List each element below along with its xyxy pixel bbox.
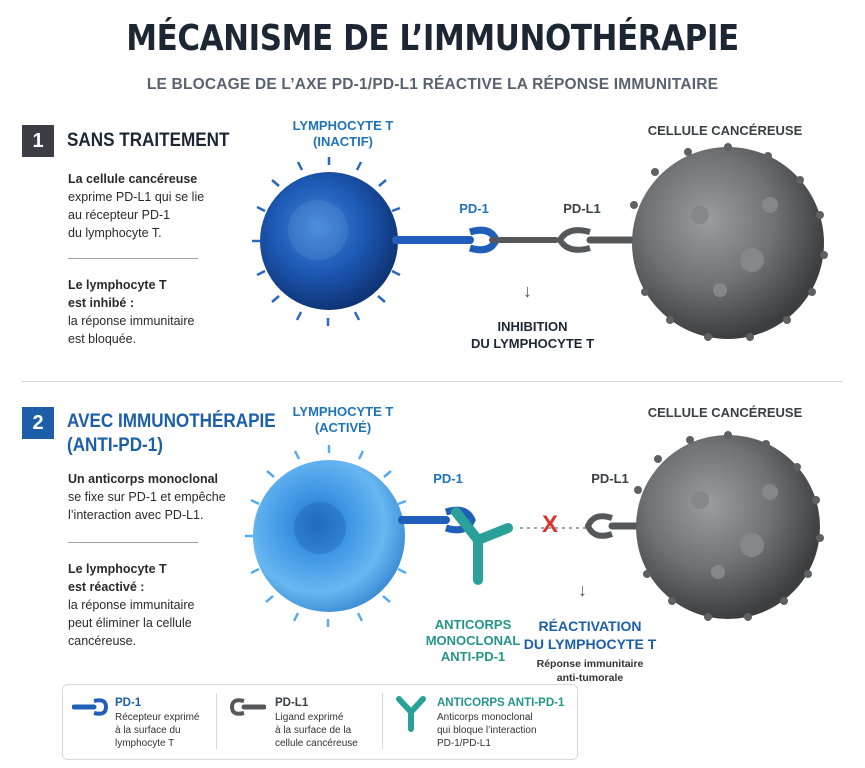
section-1-state: Le lymphocyte T est inhibé : la réponse … [68, 278, 195, 346]
legend-separator-2 [382, 693, 383, 749]
pd1-label-1: PD-1 [459, 201, 489, 216]
pd1-receptor-1 [392, 226, 500, 254]
section-2-number: 2 [22, 407, 54, 439]
legend [62, 684, 578, 760]
pd1-receptor-2 [398, 506, 476, 534]
down-arrow-icon-2: ↓ [578, 580, 587, 600]
section-1-number: 1 [22, 125, 54, 157]
pdl1-label-1: PD-L1 [563, 201, 601, 216]
cancer-cell-2 [634, 431, 824, 621]
legend-separator-1 [216, 693, 217, 749]
section-2-divider [68, 542, 198, 543]
cancer-cell-label-1: CELLULE CANCÉREUSE [647, 123, 803, 138]
pd1-receptor-icon [72, 698, 108, 716]
section-2-state: Le lymphocyte T est réactivé : la répons… [68, 562, 195, 648]
cancer-cell-1 [630, 143, 828, 341]
lymphocyte-active [245, 445, 407, 627]
pd1-label-2: PD-1 [433, 471, 463, 486]
section-1-title: SANS TRAITEMENT [67, 130, 230, 151]
pdl1-label-2: PD-L1 [591, 471, 629, 486]
legend-pd1-title: PD-1 [115, 697, 142, 709]
cancer-cell-label-2: CELLULE CANCÉREUSE [647, 405, 803, 420]
page-title: MÉCANISME DE L’IMMUNOTHÉRAPIE [126, 18, 739, 59]
down-arrow-icon-1: ↓ [523, 281, 532, 301]
lymphocyte-inactive [252, 157, 401, 326]
page-subtitle: LE BLOCAGE DE L’AXE PD-1/PD-L1 RÉACTIVE … [146, 76, 719, 93]
pdl1-ligand-1 [489, 227, 644, 253]
section-1-description: La cellule cancéreuse exprime PD-L1 qui … [68, 172, 205, 240]
pdl1-ligand-2 [584, 513, 650, 539]
legend-pdl1-title: PD-L1 [275, 697, 309, 709]
section-2-description: Un anticorps monoclonal se fixe sur PD-1… [68, 472, 226, 522]
blocked-x-icon: X [542, 511, 559, 538]
antibody-icon [396, 696, 426, 732]
section-divider [22, 381, 842, 382]
section-1-divider [68, 258, 198, 259]
lymphocyte-active-label: LYMPHOCYTE T(ACTIVÉ) [292, 404, 394, 435]
legend-antibody-title: ANTICORPS ANTI-PD-1 [437, 697, 565, 709]
lymphocyte-inactive-label: LYMPHOCYTE T(INACTIF) [292, 118, 394, 149]
antibody-anti-pd1 [451, 507, 513, 585]
section-2-title: AVEC IMMUNOTHÉRAPIE(ANTI-PD-1) [67, 411, 276, 456]
pdl1-ligand-icon [230, 698, 266, 716]
